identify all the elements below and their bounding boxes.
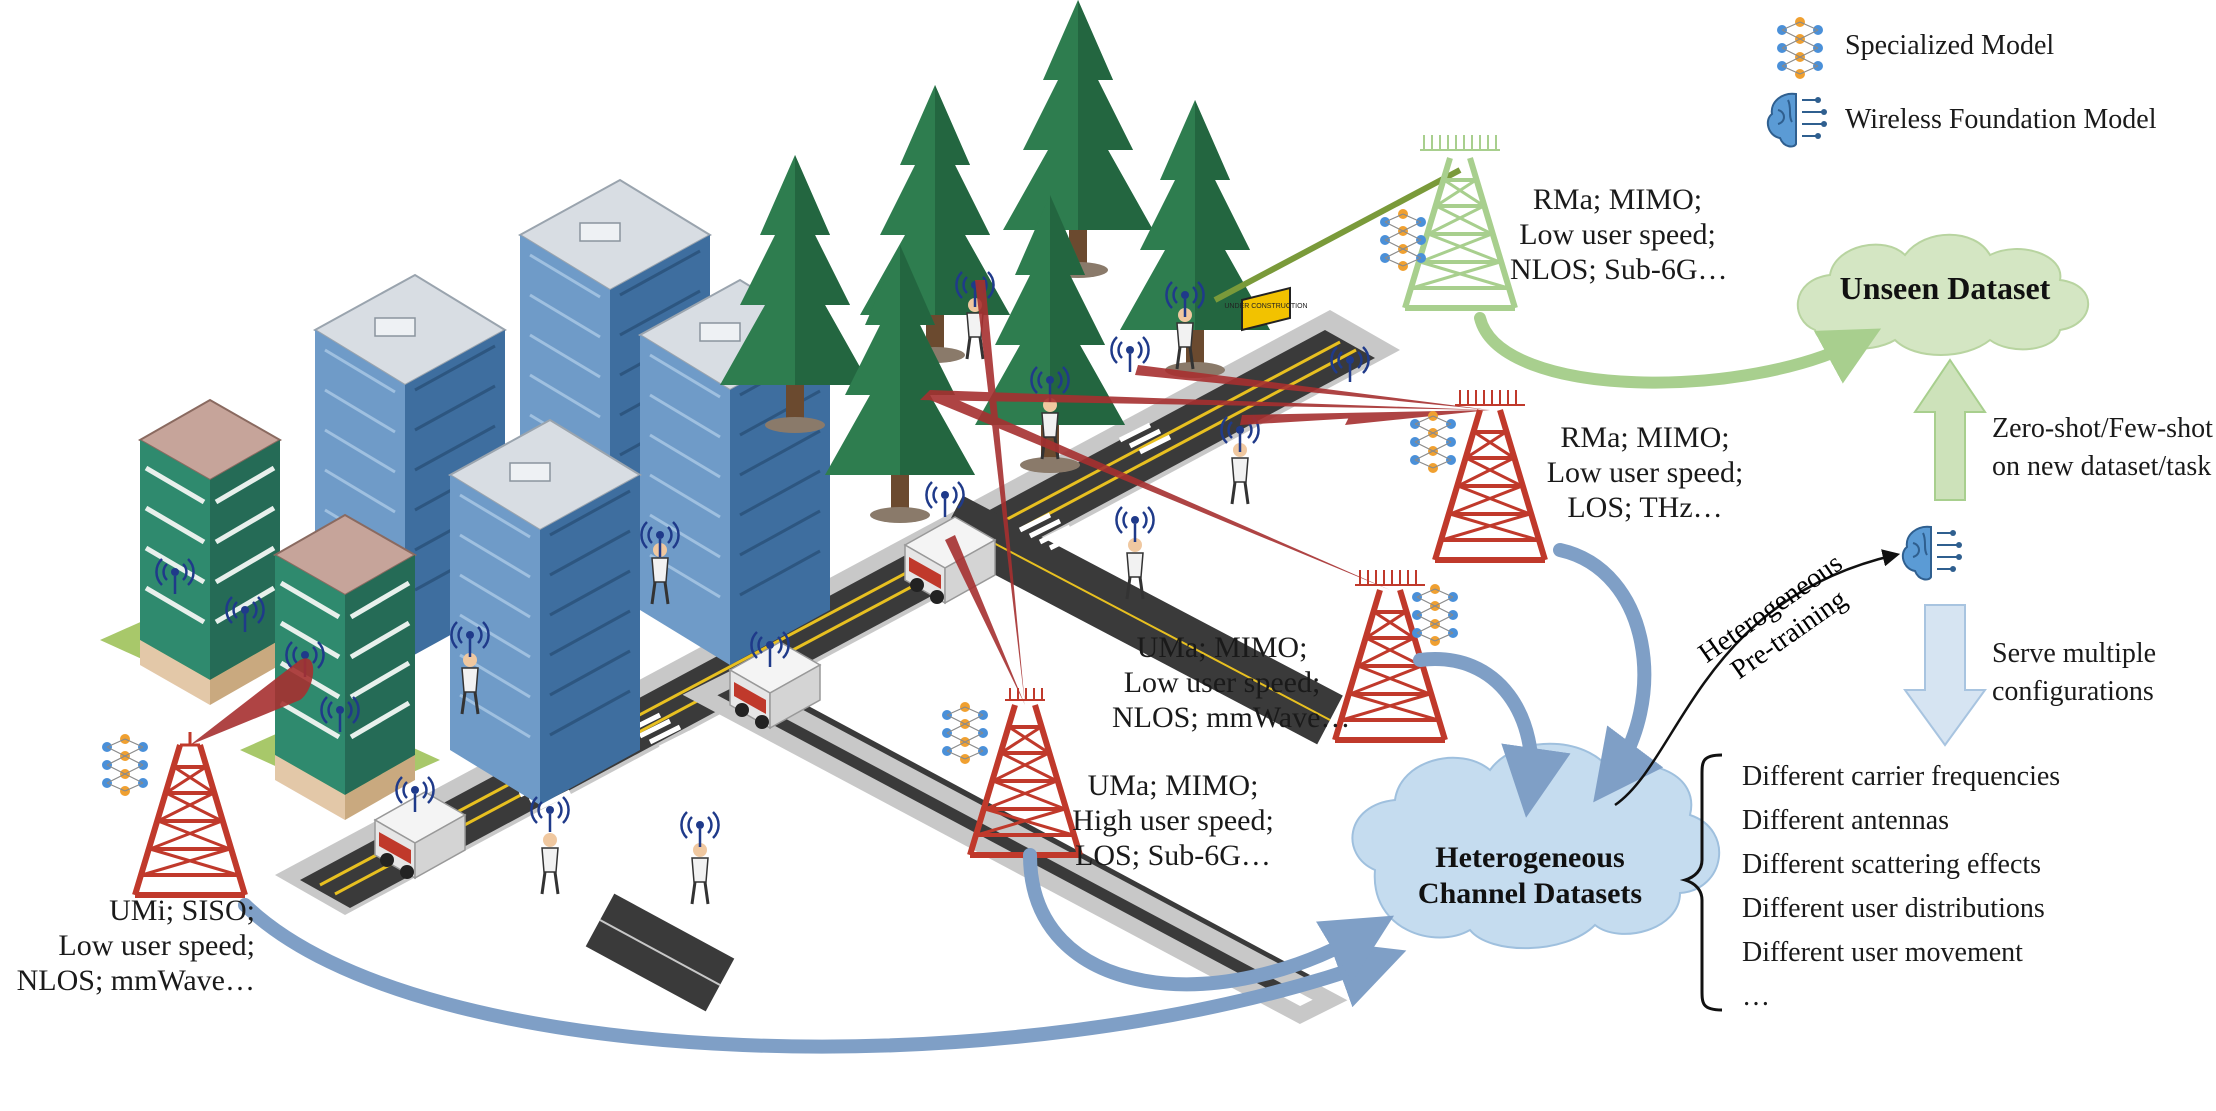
antenna-arrays (180, 135, 1525, 747)
list-item: Different scattering effects (1742, 849, 2042, 880)
pedestrian-3 (1175, 306, 1195, 371)
cloud-unseen-dataset (1796, 233, 2090, 356)
label-umi: UMi; SISO;Low user speed;NLOS; mmWave… (16, 894, 255, 997)
pedestrian-4 (1230, 441, 1250, 506)
flow-arrow-green (1474, 312, 1882, 389)
list-item: Different user distributions (1742, 893, 2045, 924)
tower-rma-thz (1435, 410, 1545, 560)
apartment-building-1 (140, 400, 280, 705)
list-item: Different carrier frequencies (1742, 761, 2061, 792)
tower-umi (135, 745, 245, 895)
list-item: … (1742, 981, 1770, 1012)
zero-shot-arrow (1913, 358, 1987, 501)
specialized-model-icon-rma-thz (1409, 410, 1457, 474)
configuration-list: Different carrier frequencies Different … (1742, 755, 2060, 1019)
specialized-model-icon-uma-mm (1411, 583, 1459, 647)
label-uma-high-speed: UMa; MIMO;High user speed;LOS; Sub-6G… (1072, 769, 1274, 872)
unseen-dataset-title: Unseen Dataset (1839, 270, 2051, 306)
pedestrian-6 (540, 831, 560, 896)
config-brace (1679, 753, 1723, 1012)
list-item: Different antennas (1742, 805, 1950, 836)
construction-sign: UNDER CONSTRUCTION (1224, 286, 1308, 332)
specialized-model-icon-uma-high (941, 701, 989, 765)
legend-foundation-model: Wireless Foundation Model (1845, 104, 2157, 135)
signal-beams (190, 280, 1490, 745)
tower-rma-sub6 (1405, 158, 1515, 308)
pretraining-arrow (1614, 549, 1901, 807)
cyclist-2 (690, 841, 710, 906)
legend-foundation-model-icon (1766, 92, 1828, 148)
label-rma-thz: RMa; MIMO;Low user speed;LOS; THz… (1546, 421, 1744, 524)
construction-sign-text: UNDER CONSTRUCTION (1224, 303, 1307, 310)
label-uma-mmwave: UMa; MIMO;Low user speed;NLOS; mmWave… (1112, 631, 1351, 734)
specialized-model-icon-umi (101, 733, 149, 797)
specialized-model-icon-rma-sub6 (1379, 208, 1427, 272)
serve-arrow (1903, 604, 1987, 747)
office-building-4 (448, 418, 642, 807)
signal-beam-green (1213, 167, 1462, 303)
label-rma-sub6: RMa; MIMO;Low user speed;NLOS; Sub-6G… (1510, 183, 1728, 286)
legend-specialized-model-icon (1776, 16, 1824, 80)
list-item: Different user movement (1742, 937, 2023, 968)
flow-arrows-blue (238, 543, 1664, 1054)
foundation-model-icon (1901, 525, 1963, 581)
legend-specialized-model: Specialized Model (1845, 30, 2055, 61)
tree-4 (1120, 100, 1270, 378)
tree-3 (1003, 0, 1153, 278)
